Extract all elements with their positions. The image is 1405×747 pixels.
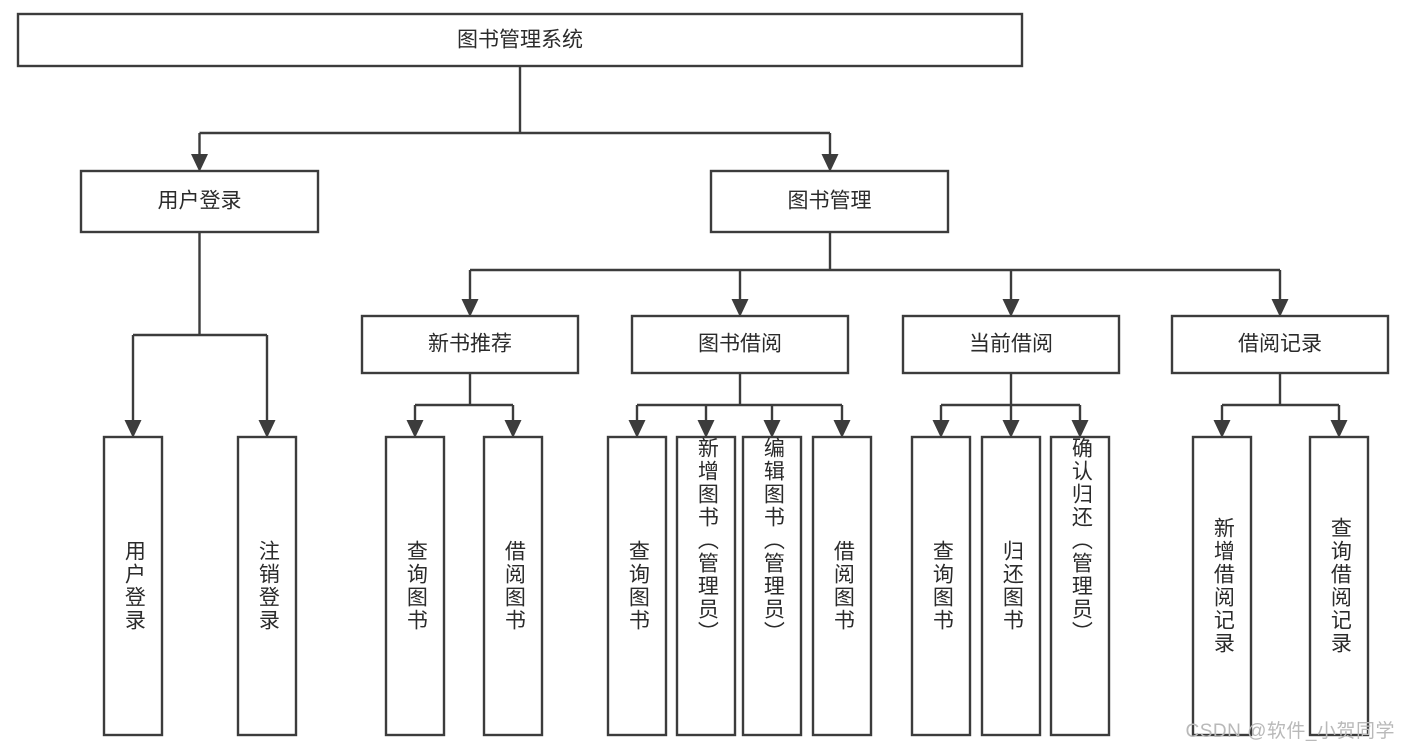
connector-group-current-borrow-to-leaves [932,373,1089,438]
arrow-to-leaf-add-record [1213,420,1231,438]
node-borrow-record[interactable]: 借阅记录 [1170,314,1390,375]
node-borrow-record-label: 借阅记录 [1238,333,1322,356]
node-book-borrow-label: 图书借阅 [698,333,782,356]
leaf-box-edit-book[interactable] [741,435,803,737]
connector-group-book-manage-to-level3 [461,232,1289,317]
connector-group-user-login-to-leaves [124,232,276,438]
leaf-box-borrow-book-bb[interactable] [811,435,873,737]
connector-group-new-book-recommend-to-leaves [406,373,522,438]
node-current-borrow-label: 当前借阅 [969,333,1053,356]
arrow-to-leaf-user-login [124,420,142,438]
leaf-box-return-book[interactable] [980,435,1042,737]
leaf-box-query-book-cb[interactable] [910,435,972,737]
arrow-to-leaf-logout [258,420,276,438]
leaf-box-add-book[interactable] [675,435,737,737]
connector-group-borrow-record-to-leaves [1213,373,1348,438]
node-book-borrow[interactable]: 图书借阅 [630,314,850,375]
arrow-to-leaf-return-book [1002,420,1020,438]
connector-group-root-to-level2 [191,66,839,172]
arrow-to-leaf-borrow-book-bb [833,420,851,438]
leaf-box-logout[interactable] [236,435,298,737]
node-current-borrow[interactable]: 当前借阅 [901,314,1121,375]
arrow-to-book-manage [821,154,839,172]
arrow-to-leaf-query-book-bb [628,420,646,438]
node-user-login-label: 用户登录 [158,190,242,213]
arrow-to-leaf-query-book-nb [406,420,424,438]
node-book-manage[interactable]: 图书管理 [709,169,950,234]
arrow-to-borrow-record [1271,299,1289,317]
node-new-book-recommend-label: 新书推荐 [428,333,512,356]
arrow-to-leaf-add-book [697,420,715,438]
arrow-to-leaf-query-book-cb [932,420,950,438]
leaf-box-borrow-book-nb[interactable] [482,435,544,737]
arrow-to-new-book-recommend [461,299,479,317]
node-book-manage-label: 图书管理 [788,190,872,213]
connector-group-book-borrow-to-leaves [628,373,851,438]
arrow-to-leaf-confirm-return [1071,420,1089,438]
arrow-to-leaf-borrow-book-nb [504,420,522,438]
leaf-box-user-login[interactable] [102,435,164,737]
node-user-login[interactable]: 用户登录 [79,169,320,234]
node-new-book-recommend[interactable]: 新书推荐 [360,314,580,375]
arrow-to-user-login [191,154,208,172]
leaf-box-query-record[interactable] [1308,435,1370,737]
leaf-box-confirm-return[interactable] [1049,435,1111,737]
node-root-label: 图书管理系统 [457,29,583,52]
leaf-box-add-record[interactable] [1191,435,1253,737]
arrow-to-current-borrow [1002,299,1020,317]
node-root[interactable]: 图书管理系统 [16,12,1024,68]
leaf-box-group [102,435,1370,737]
leaf-box-query-book-bb[interactable] [606,435,668,737]
arrow-to-book-borrow [731,299,749,317]
arrow-to-leaf-query-record [1330,420,1348,438]
leaf-box-query-book-nb[interactable] [384,435,446,737]
arrow-to-leaf-edit-book [763,420,781,438]
